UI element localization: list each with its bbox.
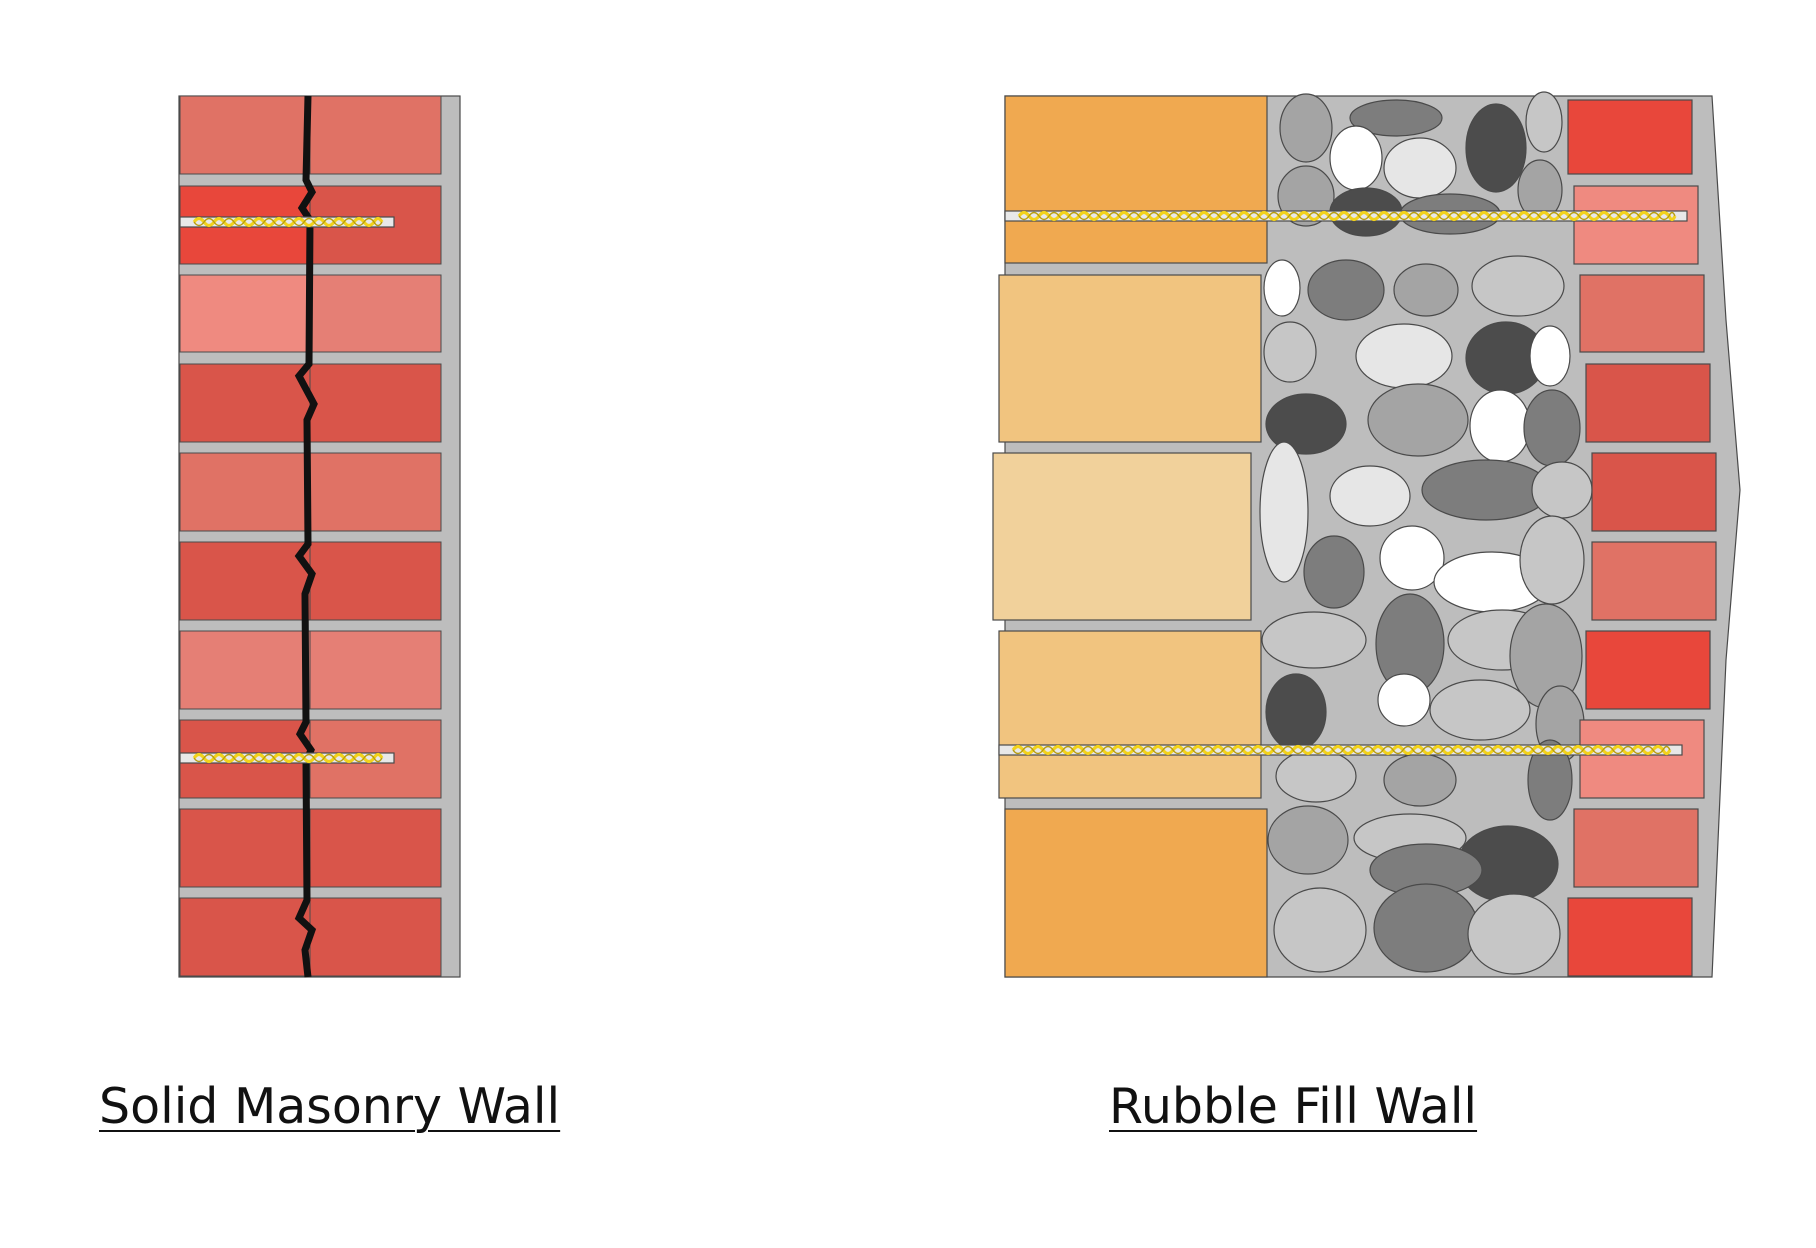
brick <box>1573 808 1699 888</box>
rubble-stone <box>1383 137 1457 199</box>
brick <box>1579 719 1705 799</box>
ashlar-stone-block <box>998 274 1262 443</box>
rubble-stone <box>1467 893 1561 975</box>
brick <box>179 541 311 621</box>
rubble-stone <box>1259 441 1309 583</box>
brick <box>179 452 311 532</box>
solid-masonry-wall-section <box>178 95 461 978</box>
rubble-stone <box>1307 259 1385 321</box>
brick <box>309 95 442 175</box>
brick <box>1573 185 1699 265</box>
rubble-stone <box>1529 325 1571 387</box>
wall-tie <box>179 216 395 228</box>
rubble-stone <box>1525 91 1563 153</box>
rubble-stone <box>1465 103 1527 193</box>
rubble-stone <box>1429 679 1531 741</box>
rubble-stone <box>1267 805 1349 875</box>
rubble-stone <box>1349 99 1443 137</box>
rubble-stone <box>1379 525 1445 591</box>
rubble-stone <box>1329 465 1411 527</box>
tie-twist-strand <box>193 217 383 227</box>
brick <box>1585 363 1711 443</box>
rubble-stone <box>1275 749 1357 803</box>
rubble-stone <box>1265 393 1347 455</box>
brick <box>179 897 311 977</box>
wall-tie <box>1004 210 1688 222</box>
brick <box>179 630 311 710</box>
rubble-stone <box>1263 321 1317 383</box>
rubble-stone <box>1273 887 1367 973</box>
tie-twist-strand <box>1018 211 1676 221</box>
tie-twist-strand <box>192 752 384 764</box>
tie-rod <box>179 216 395 228</box>
crack-line <box>294 95 318 978</box>
brick <box>309 630 442 710</box>
tie-rod <box>179 752 395 764</box>
rubble-stone <box>1265 673 1327 751</box>
brick <box>179 274 311 353</box>
rubble-stone <box>1329 125 1383 191</box>
rubble-stone <box>1527 739 1573 821</box>
ashlar-stone-block <box>998 630 1262 799</box>
rubble-stone <box>1383 753 1457 807</box>
tie-rod <box>1004 210 1688 222</box>
brick <box>309 452 442 532</box>
rubble-fill-wall-caption: Rubble Fill Wall <box>1109 1078 1478 1135</box>
brick <box>1585 630 1711 710</box>
solid-masonry-wall-caption: Solid Masonry Wall <box>99 1078 561 1135</box>
brick <box>1567 99 1693 175</box>
rubble-stone <box>1519 515 1585 605</box>
rubble-stone <box>1373 883 1479 973</box>
tie-rod <box>998 744 1683 756</box>
rubble-stone <box>1393 263 1459 317</box>
rubble-stone <box>1367 383 1469 457</box>
rubble-stone <box>1523 389 1581 467</box>
brick <box>1579 274 1705 353</box>
brick <box>309 808 442 888</box>
brick <box>1591 452 1717 532</box>
ashlar-stone-block <box>1004 808 1268 978</box>
brick <box>1591 541 1717 621</box>
rubble-stone <box>1263 259 1301 317</box>
rubble-stone <box>1469 389 1531 463</box>
tie-twist-strand <box>193 753 383 763</box>
rubble-stone <box>1531 461 1593 519</box>
brick <box>309 541 442 621</box>
ashlar-stone-block <box>992 452 1252 621</box>
ashlar-stone-block <box>1004 95 1268 264</box>
rubble-stone <box>1303 535 1365 609</box>
rubble-stone <box>1471 255 1565 317</box>
brick <box>309 274 442 353</box>
brick <box>1567 897 1693 977</box>
brick <box>179 808 311 888</box>
rubble-stone <box>1355 323 1453 389</box>
brick <box>309 897 442 977</box>
rubble-stone <box>1421 459 1551 521</box>
rubble-stone <box>1279 93 1333 163</box>
rubble-stone <box>1261 611 1367 669</box>
wall-tie <box>179 752 395 764</box>
brick <box>179 363 311 443</box>
wall-tie <box>998 744 1683 756</box>
brick <box>179 95 311 175</box>
tie-twist-strand <box>1012 745 1671 755</box>
brick <box>309 363 442 443</box>
rubble-stone <box>1377 673 1431 727</box>
tie-twist-strand <box>192 216 384 228</box>
rubble-fill-wall-section <box>992 91 1741 978</box>
